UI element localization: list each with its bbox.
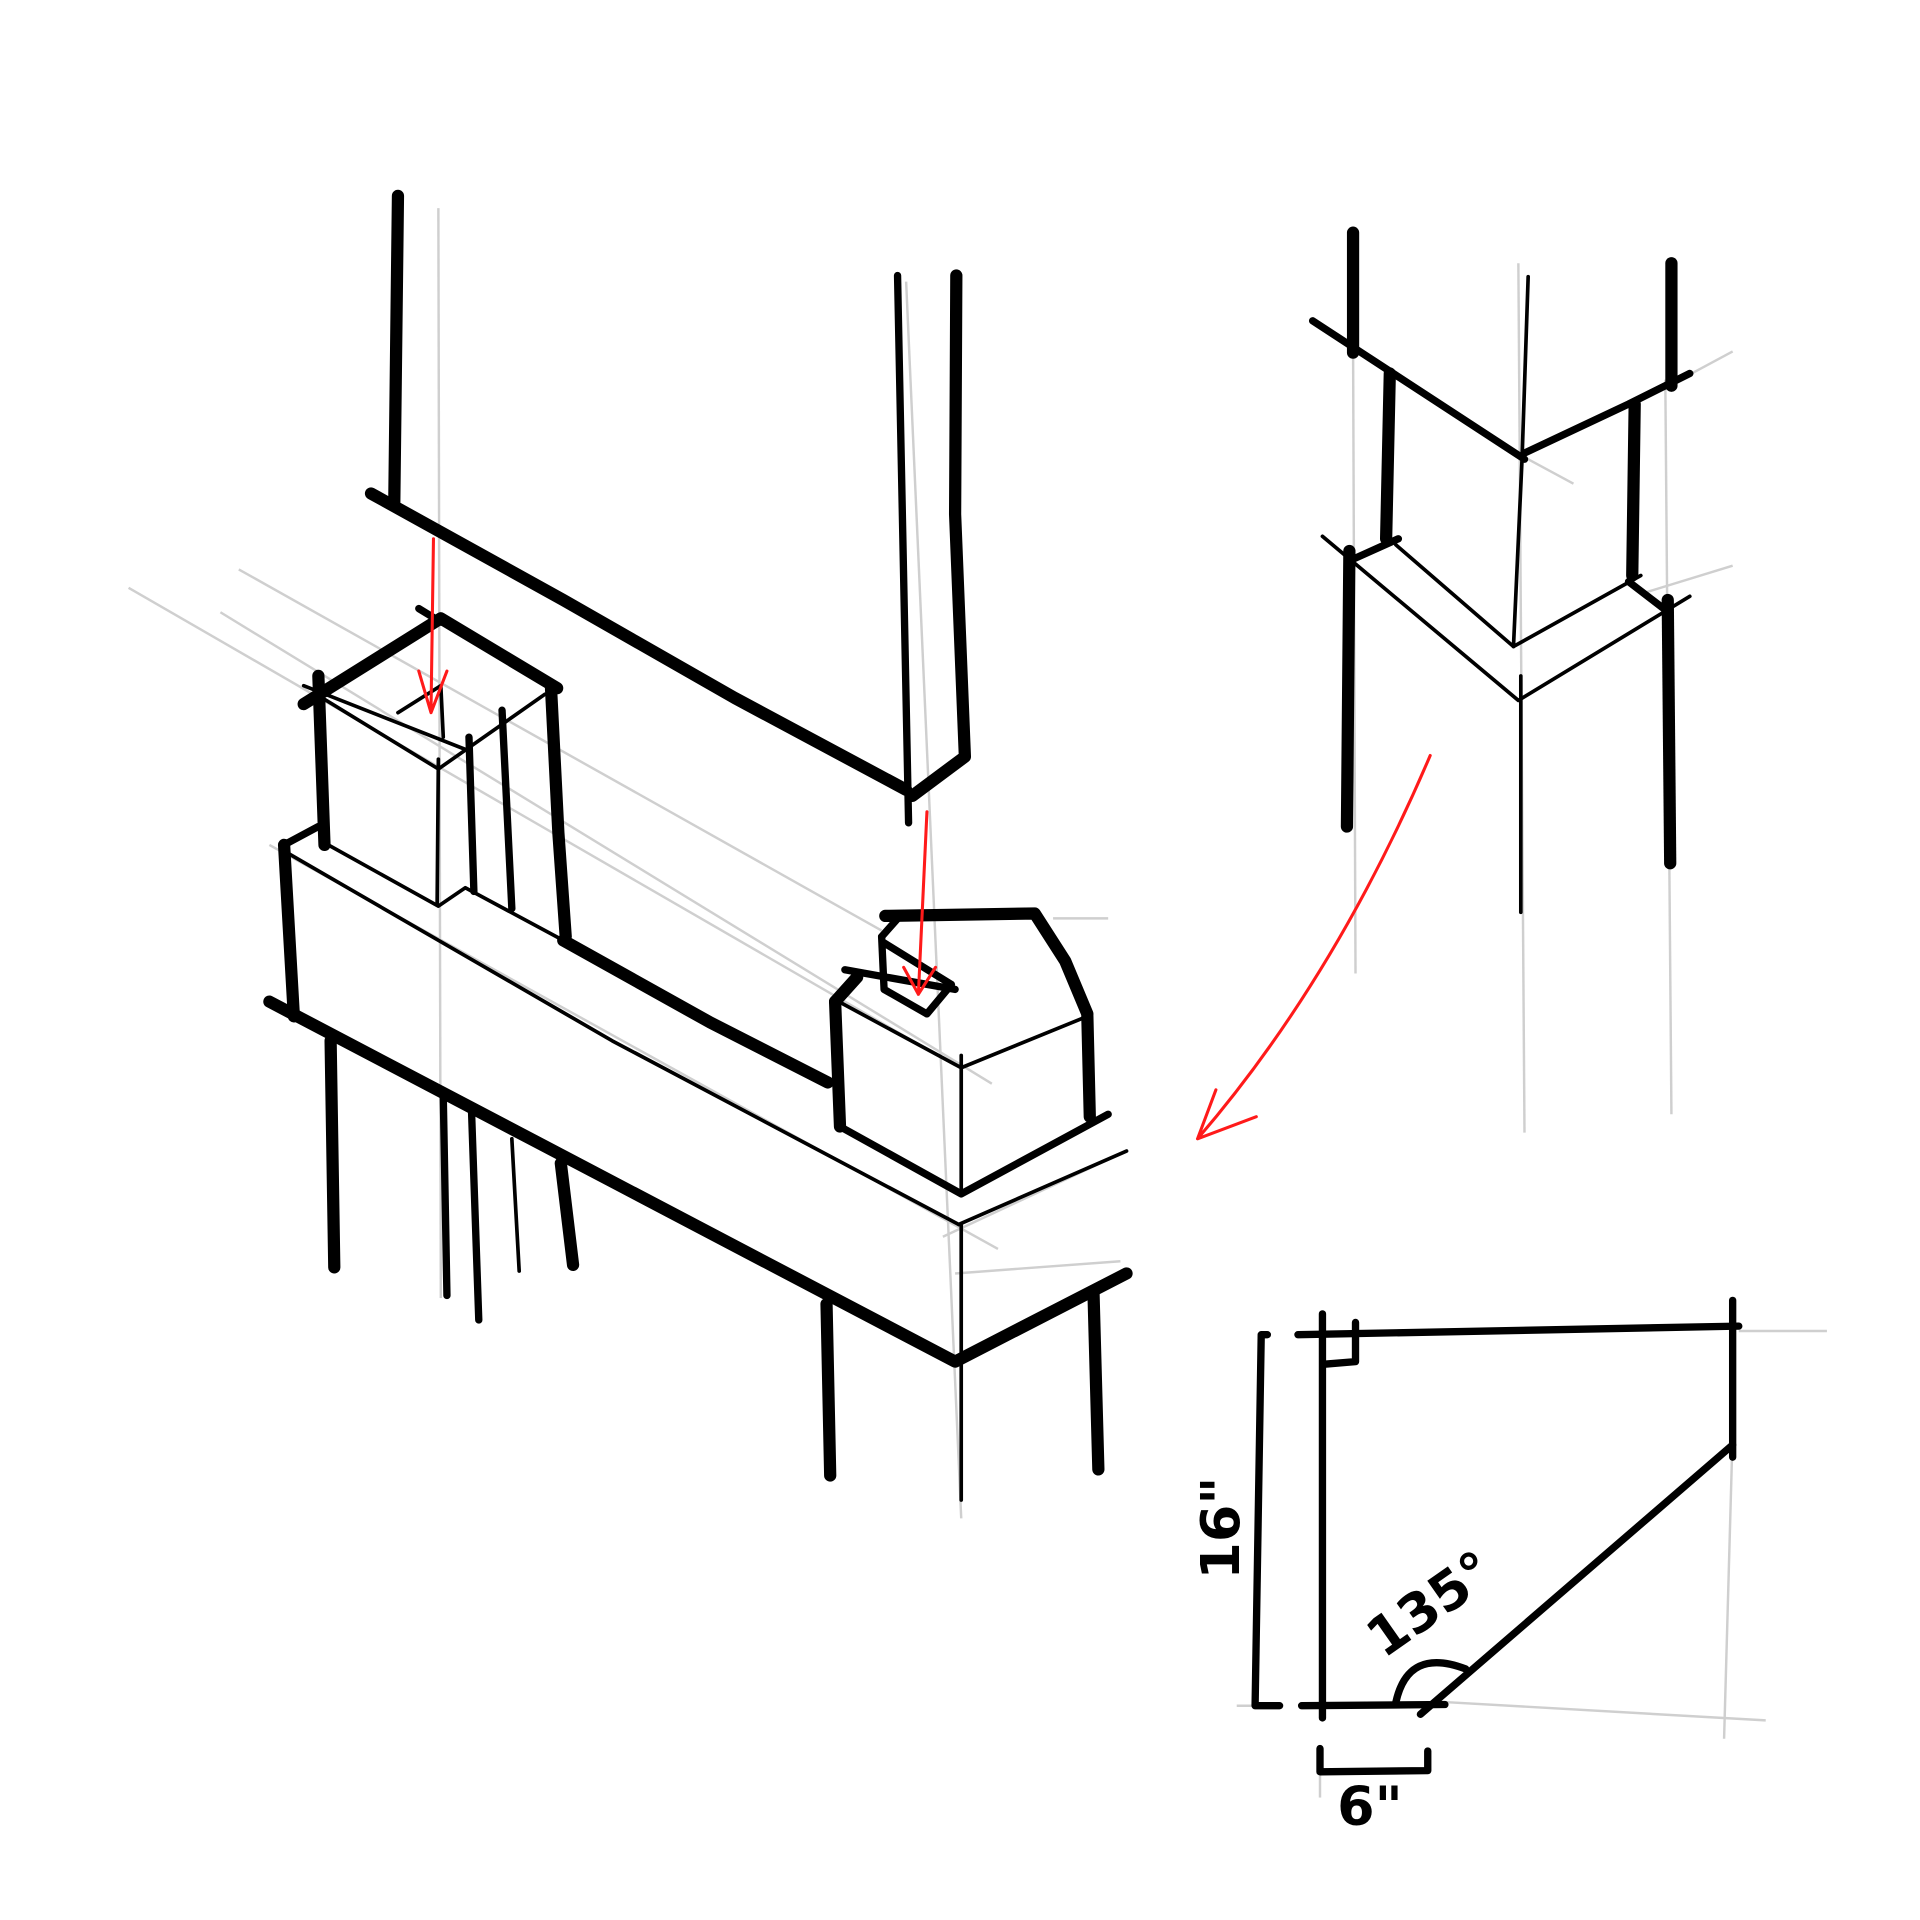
height-label: 16" — [1189, 1477, 1252, 1580]
down-arrow-icon — [417, 537, 449, 715]
corner-block — [828, 907, 1112, 1198]
width-label: 6" — [1337, 1774, 1403, 1837]
plan-view-dimensions: 16" 135° 6" — [1189, 1296, 1743, 1837]
curved-arrow-icon — [1196, 753, 1432, 1141]
red-arrows — [417, 537, 1432, 1141]
post-corner-detail — [1308, 226, 1694, 915]
down-arrow-icon — [902, 810, 938, 996]
angle-arc — [1392, 1659, 1470, 1706]
construction-lines — [127, 208, 1827, 1798]
angle-label: 135° — [1355, 1538, 1505, 1670]
left-assembly — [263, 189, 1133, 1502]
